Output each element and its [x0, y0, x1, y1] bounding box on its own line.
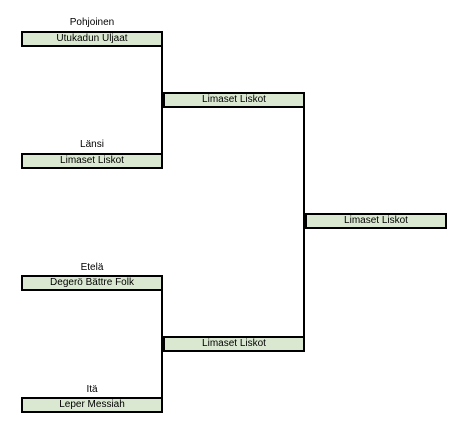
bracket-slot-south: Degerö Bättre Folk: [21, 275, 163, 291]
bracket-slot-west: Limaset Liskot: [21, 153, 163, 169]
connector-south-east: [161, 291, 163, 397]
connector-north-west: [161, 47, 163, 153]
bracket-slot-final-bottom: Limaset Liskot: [163, 336, 305, 352]
region-label-east: Itä: [86, 384, 98, 395]
bracket-slot-final-top: Limaset Liskot: [163, 92, 305, 108]
bracket-slot-north: Utukadun Uljaat: [21, 31, 163, 47]
region-label-north: Pohjoinen: [69, 17, 115, 28]
bracket-slot-champion: Limaset Liskot: [305, 213, 447, 229]
bracket-slot-east: Leper Messiah: [21, 397, 163, 413]
region-label-west: Länsi: [80, 139, 104, 150]
region-label-south: Etelä: [80, 262, 104, 273]
connector-finals: [303, 108, 305, 336]
